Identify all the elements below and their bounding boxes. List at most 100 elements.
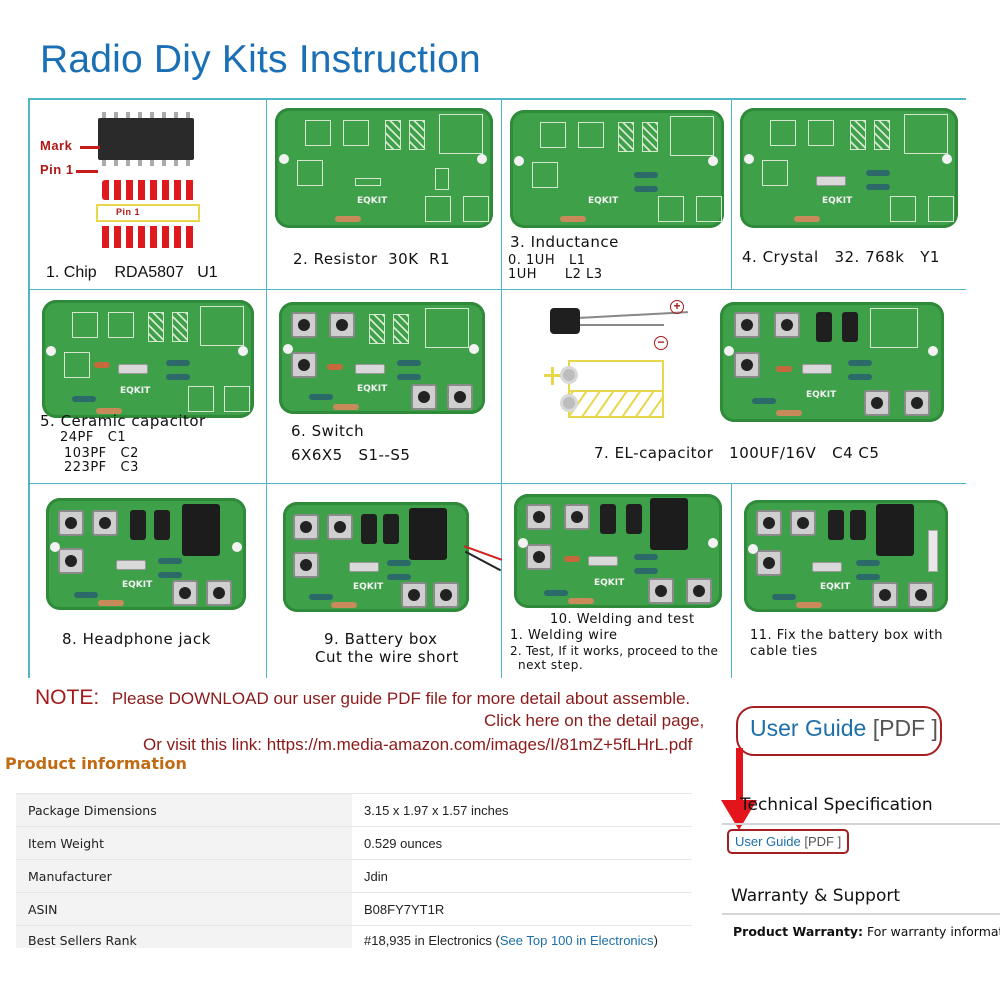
plus-icon: +	[670, 300, 684, 314]
table-row: ASIN B08FY7YT1R	[16, 892, 692, 926]
table-row: Item Weight 0.529 ounces	[16, 826, 692, 860]
row-value: Jdin	[352, 859, 692, 893]
step-3-cell: EQKIT 3. Inductance 0. 1UH L1 1UH L2 L3	[502, 100, 732, 290]
divider	[722, 823, 1000, 825]
step-11-cell: EQKIT 11. Fix the battery box with cable…	[732, 484, 966, 678]
note-line-1: NOTE: Please DOWNLOAD our user guide PDF…	[35, 686, 690, 710]
pdf-label: [PDF ]	[872, 715, 938, 741]
product-warranty-text: For warranty informatio	[863, 924, 1000, 939]
pcb-logo: EQKIT	[120, 386, 151, 396]
mark-arrow-icon	[80, 146, 100, 149]
rank-suffix: )	[653, 933, 658, 948]
step-8-caption: 8. Headphone jack	[62, 630, 211, 648]
mark-label: Mark	[40, 138, 73, 153]
pcb-logo: EQKIT	[357, 196, 388, 206]
pcb-image: EQKIT	[275, 108, 493, 228]
step-3-caption-title: 3. Inductance	[510, 233, 619, 251]
step-10-cell: EQKIT 10. Welding and test 1. Welding wi…	[502, 484, 732, 678]
row-key: Best Sellers Rank	[16, 925, 352, 948]
footprint-outline	[96, 204, 200, 222]
chip-pins-bottom	[102, 160, 190, 166]
pcb-logo: EQKIT	[806, 390, 837, 400]
user-guide-label[interactable]: User Guide	[750, 715, 867, 741]
step-10-caption-line: 2. Test, If it works, proceed to the	[510, 644, 719, 658]
row-key: ASIN	[16, 892, 352, 926]
note-line-2[interactable]: Click here on the detail page,	[484, 711, 705, 730]
step-3-caption-line: 0. 1UH L1	[508, 253, 586, 268]
pcb-logo: EQKIT	[820, 582, 851, 592]
step-11-caption-line: 11. Fix the battery box with	[750, 628, 944, 643]
pcb-logo: EQKIT	[357, 384, 388, 394]
row-value: #18,935 in Electronics (See Top 100 in E…	[352, 925, 692, 948]
step-9-caption-line: Cut the wire short	[315, 648, 459, 666]
product-warranty-label: Product Warranty:	[733, 924, 864, 939]
arrow-down-icon	[736, 748, 743, 814]
step-1-caption: 1. Chip RDA5807 U1	[46, 264, 218, 281]
warranty-heading: Warranty & Support	[731, 886, 901, 906]
footprint-plus-icon-v	[551, 367, 554, 385]
row-value: B08FY7YT1R	[352, 892, 692, 926]
pcb-image: EQKIT	[510, 110, 724, 228]
chip-pins-top	[102, 112, 190, 118]
minus-icon: −	[654, 336, 668, 350]
pcb-image: EQKIT	[740, 108, 958, 228]
step-6-caption-line: 6X6X5 S1--S5	[291, 446, 411, 464]
step-10-caption-line: next step.	[518, 658, 584, 672]
el-capacitor-icon	[550, 308, 580, 334]
step-9-caption-title: 9. Battery box	[324, 630, 438, 648]
row-key: Manufacturer	[16, 859, 352, 893]
pcb-logo: EQKIT	[122, 580, 153, 590]
step-10-caption-title: 10. Welding and test	[550, 612, 695, 627]
step-8-cell: EQKIT 8. Headphone jack	[30, 484, 267, 678]
user-guide-link[interactable]: User Guide	[735, 834, 801, 849]
capacitor-lead-minus	[580, 324, 664, 326]
rank-text: #18,935 in Electronics (	[364, 933, 500, 948]
see-top-100-link[interactable]: See Top 100 in Electronics	[499, 933, 654, 948]
note-label: NOTE:	[35, 686, 100, 709]
pcb-image: EQKIT	[744, 500, 948, 612]
pdf-label: [PDF ]	[804, 834, 842, 849]
pin1-arrow-icon	[76, 170, 98, 173]
page-title: Radio Diy Kits Instruction	[40, 38, 481, 81]
pcb-image: EQKIT	[283, 502, 469, 612]
step-10-caption-line: 1. Welding wire	[510, 628, 618, 643]
step-9-cell: EQKIT 9. Battery box Cut the wire short	[267, 484, 503, 678]
table-row: Best Sellers Rank #18,935 in Electronics…	[16, 925, 692, 948]
technical-specification-heading: Technical Specification	[740, 795, 933, 815]
step-2-caption: 2. Resistor 30K R1	[293, 250, 451, 268]
row-key: Package Dimensions	[16, 793, 352, 827]
row-value: 0.529 ounces	[352, 826, 692, 860]
pcb-image: EQKIT	[42, 300, 254, 418]
pad-plus	[560, 366, 578, 384]
table-row: Manufacturer Jdin	[16, 859, 692, 893]
row-value: 3.15 x 1.97 x 1.57 inches	[352, 793, 692, 827]
pin1-label: Pin 1	[40, 162, 74, 177]
pcb-logo: EQKIT	[822, 196, 853, 206]
user-guide-link-box[interactable]: User Guide [PDF ]	[727, 829, 850, 854]
product-information-table: Package Dimensions 3.15 x 1.97 x 1.57 in…	[16, 793, 692, 948]
cable-tie	[928, 530, 938, 572]
product-information-heading: Product information	[5, 754, 187, 773]
capacitor-footprint-negative-hatch	[568, 390, 664, 418]
pcb-logo: EQKIT	[588, 196, 619, 206]
product-warranty-line: Product Warranty: For warranty informati…	[733, 924, 1000, 939]
step-5-caption-line: 103PF C2	[64, 446, 139, 461]
pcb-image: EQKIT	[279, 302, 485, 414]
step-6-cell: EQKIT 6. Switch 6X6X5 S1--S5	[267, 290, 502, 484]
note-line-3-link[interactable]: Or visit this link: https://m.media-amaz…	[143, 735, 693, 754]
step-3-caption-line: 1UH L2 L3	[508, 267, 603, 282]
note-text-1: Please DOWNLOAD our user guide PDF file …	[111, 689, 691, 708]
step-7-caption: 7. EL-capacitor 100UF/16V C4 C5	[594, 444, 880, 462]
divider	[722, 913, 1000, 915]
step-5-caption-title: 5. Ceramic capacitor	[40, 412, 206, 430]
user-guide-callout[interactable]: User Guide [PDF ]	[736, 706, 942, 756]
step-5-cell: EQKIT 5. Ceramic capacitor 24PF C1 103PF…	[30, 290, 267, 484]
footprint-pads-bottom	[102, 226, 198, 248]
step-5-caption-line: 223PF C3	[64, 460, 139, 475]
footprint-pin1-label: Pin 1	[116, 207, 141, 217]
instruction-grid: Mark Pin 1 Pin 1 1. Chip RDA5807 U1 EQKI…	[28, 98, 966, 678]
pcb-image: EQKIT	[720, 302, 944, 422]
step-7-cell: + − EQKIT 7. EL-capacitor 100UF/16V C4 C…	[502, 290, 966, 484]
arrow-head-icon	[721, 800, 757, 830]
pcb-logo: EQKIT	[594, 578, 625, 588]
